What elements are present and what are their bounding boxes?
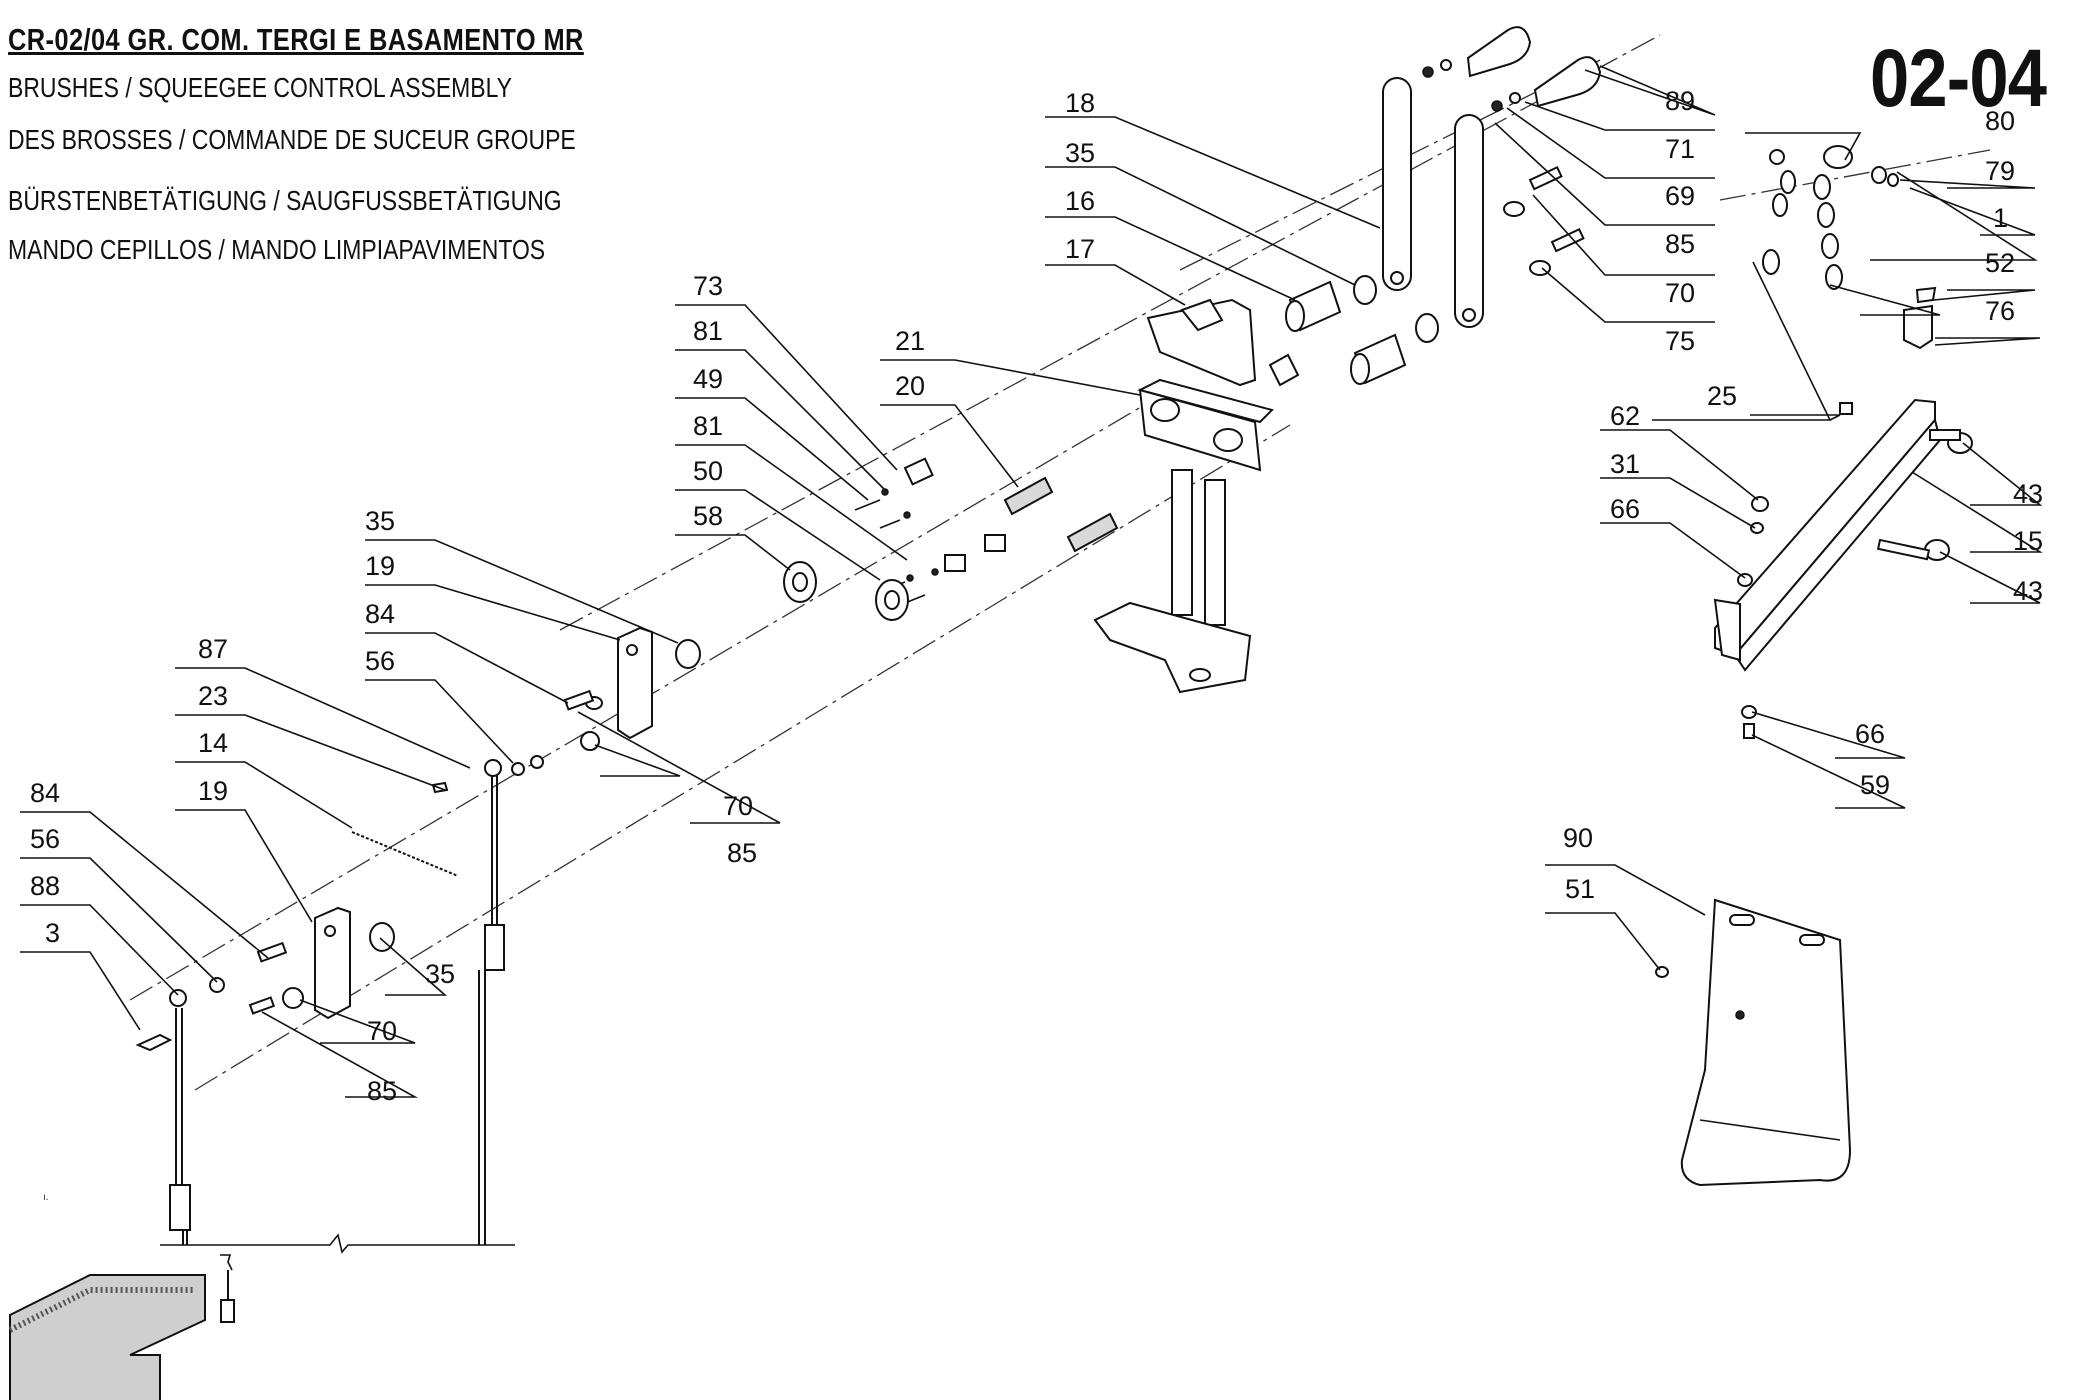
callout-70: 70 bbox=[1665, 278, 1695, 308]
callout-84b: 84 bbox=[30, 778, 60, 808]
squeegee-bracket-15 bbox=[1713, 398, 1973, 739]
subtitle-spanish: MANDO CEPILLOS / MANDO LIMPIAPAVIMENTOS bbox=[8, 234, 546, 265]
callout-70c: 70 bbox=[367, 1016, 397, 1046]
callout-70b: 70 bbox=[723, 791, 753, 821]
callout-71: 71 bbox=[1665, 134, 1695, 164]
spacer-20 bbox=[1003, 476, 1119, 553]
callout-1: 1 bbox=[1993, 203, 2008, 233]
callout-21: 21 bbox=[895, 326, 925, 356]
callout-35c: 35 bbox=[425, 959, 455, 989]
nut-58 bbox=[783, 561, 909, 621]
callout-59: 59 bbox=[1860, 770, 1890, 800]
callout-89: 89 bbox=[1665, 86, 1695, 116]
callout-52: 52 bbox=[1985, 248, 2015, 278]
callout-17: 17 bbox=[1065, 234, 1095, 264]
micro-switch-73 bbox=[854, 457, 1006, 606]
callout-18: 18 bbox=[1065, 88, 1095, 118]
page-code: 02-04 bbox=[1870, 33, 2047, 124]
callout-51: 51 bbox=[1565, 874, 1595, 904]
drawing-title: CR-02/04 GR. COM. TERGI E BASAMENTO MR bbox=[8, 22, 584, 57]
callout-85b: 85 bbox=[727, 838, 757, 868]
callout-90: 90 bbox=[1563, 823, 1593, 853]
callout-20: 20 bbox=[895, 371, 925, 401]
screw-75 bbox=[1503, 165, 1585, 276]
callout-31: 31 bbox=[1610, 449, 1640, 479]
assembly-axes bbox=[129, 34, 1991, 1091]
callout-56: 56 bbox=[365, 646, 395, 676]
callout-25: 25 bbox=[1707, 381, 1737, 411]
callout-3: 3 bbox=[45, 918, 60, 948]
svg-text:ı.: ı. bbox=[43, 1192, 49, 1203]
callout-19b: 19 bbox=[198, 776, 228, 806]
subtitle-english: BRUSHES / SQUEEGEE CONTROL ASSEMBLY bbox=[8, 72, 512, 103]
callout-49: 49 bbox=[693, 364, 723, 394]
callout-43b: 43 bbox=[2013, 576, 2043, 606]
callout-79: 79 bbox=[1985, 156, 2015, 186]
subtitle-german: BÜRSTENBETÄTIGUNG / SAUGFUSSBETÄTIGUNG bbox=[8, 185, 562, 216]
callout-66b: 66 bbox=[1855, 719, 1885, 749]
lever-arm-18 bbox=[1382, 77, 1484, 328]
knob-89 bbox=[1422, 26, 1602, 112]
callout-73: 73 bbox=[693, 271, 723, 301]
callout-75: 75 bbox=[1665, 326, 1695, 356]
callout-85: 85 bbox=[1665, 229, 1695, 259]
callout-leaders bbox=[20, 65, 2043, 1098]
callout-19: 19 bbox=[365, 551, 395, 581]
control-cables bbox=[135, 775, 515, 1323]
callout-43: 43 bbox=[2013, 479, 2043, 509]
bushing-16 bbox=[1285, 275, 1439, 385]
callout-81: 81 bbox=[693, 316, 723, 346]
pedal-illustration bbox=[8, 1274, 206, 1400]
callout-81b: 81 bbox=[693, 411, 723, 441]
callout-80: 80 bbox=[1985, 106, 2015, 136]
callout-numbers: 18 35 16 17 89 71 69 85 70 75 80 79 1 52… bbox=[30, 86, 2043, 1106]
callout-35b: 35 bbox=[365, 506, 395, 536]
callout-66: 66 bbox=[1610, 494, 1640, 524]
callout-15: 15 bbox=[2013, 526, 2043, 556]
callout-84: 84 bbox=[365, 599, 395, 629]
callout-85c: 85 bbox=[367, 1076, 397, 1106]
callout-69: 69 bbox=[1665, 181, 1695, 211]
callout-56b: 56 bbox=[30, 824, 60, 854]
guard-plate-90 bbox=[1655, 898, 1852, 1187]
callout-58: 58 bbox=[693, 501, 723, 531]
callout-88: 88 bbox=[30, 871, 60, 901]
callout-50: 50 bbox=[693, 456, 723, 486]
callout-16: 16 bbox=[1065, 186, 1095, 216]
callout-14: 14 bbox=[198, 728, 228, 758]
support-base bbox=[1093, 469, 1252, 694]
chain-25 bbox=[1762, 145, 1937, 350]
lever-plate-19 bbox=[169, 626, 701, 1020]
callout-87: 87 bbox=[198, 634, 228, 664]
callout-23: 23 bbox=[198, 681, 228, 711]
callout-76: 76 bbox=[1985, 296, 2015, 326]
bracket-frame-21 bbox=[1137, 298, 1300, 472]
callout-35: 35 bbox=[1065, 138, 1095, 168]
subtitle-french: DES BROSSES / COMMANDE DE SUCEUR GROUPE bbox=[8, 124, 576, 155]
spring-14 bbox=[351, 831, 459, 877]
callout-62: 62 bbox=[1610, 401, 1640, 431]
